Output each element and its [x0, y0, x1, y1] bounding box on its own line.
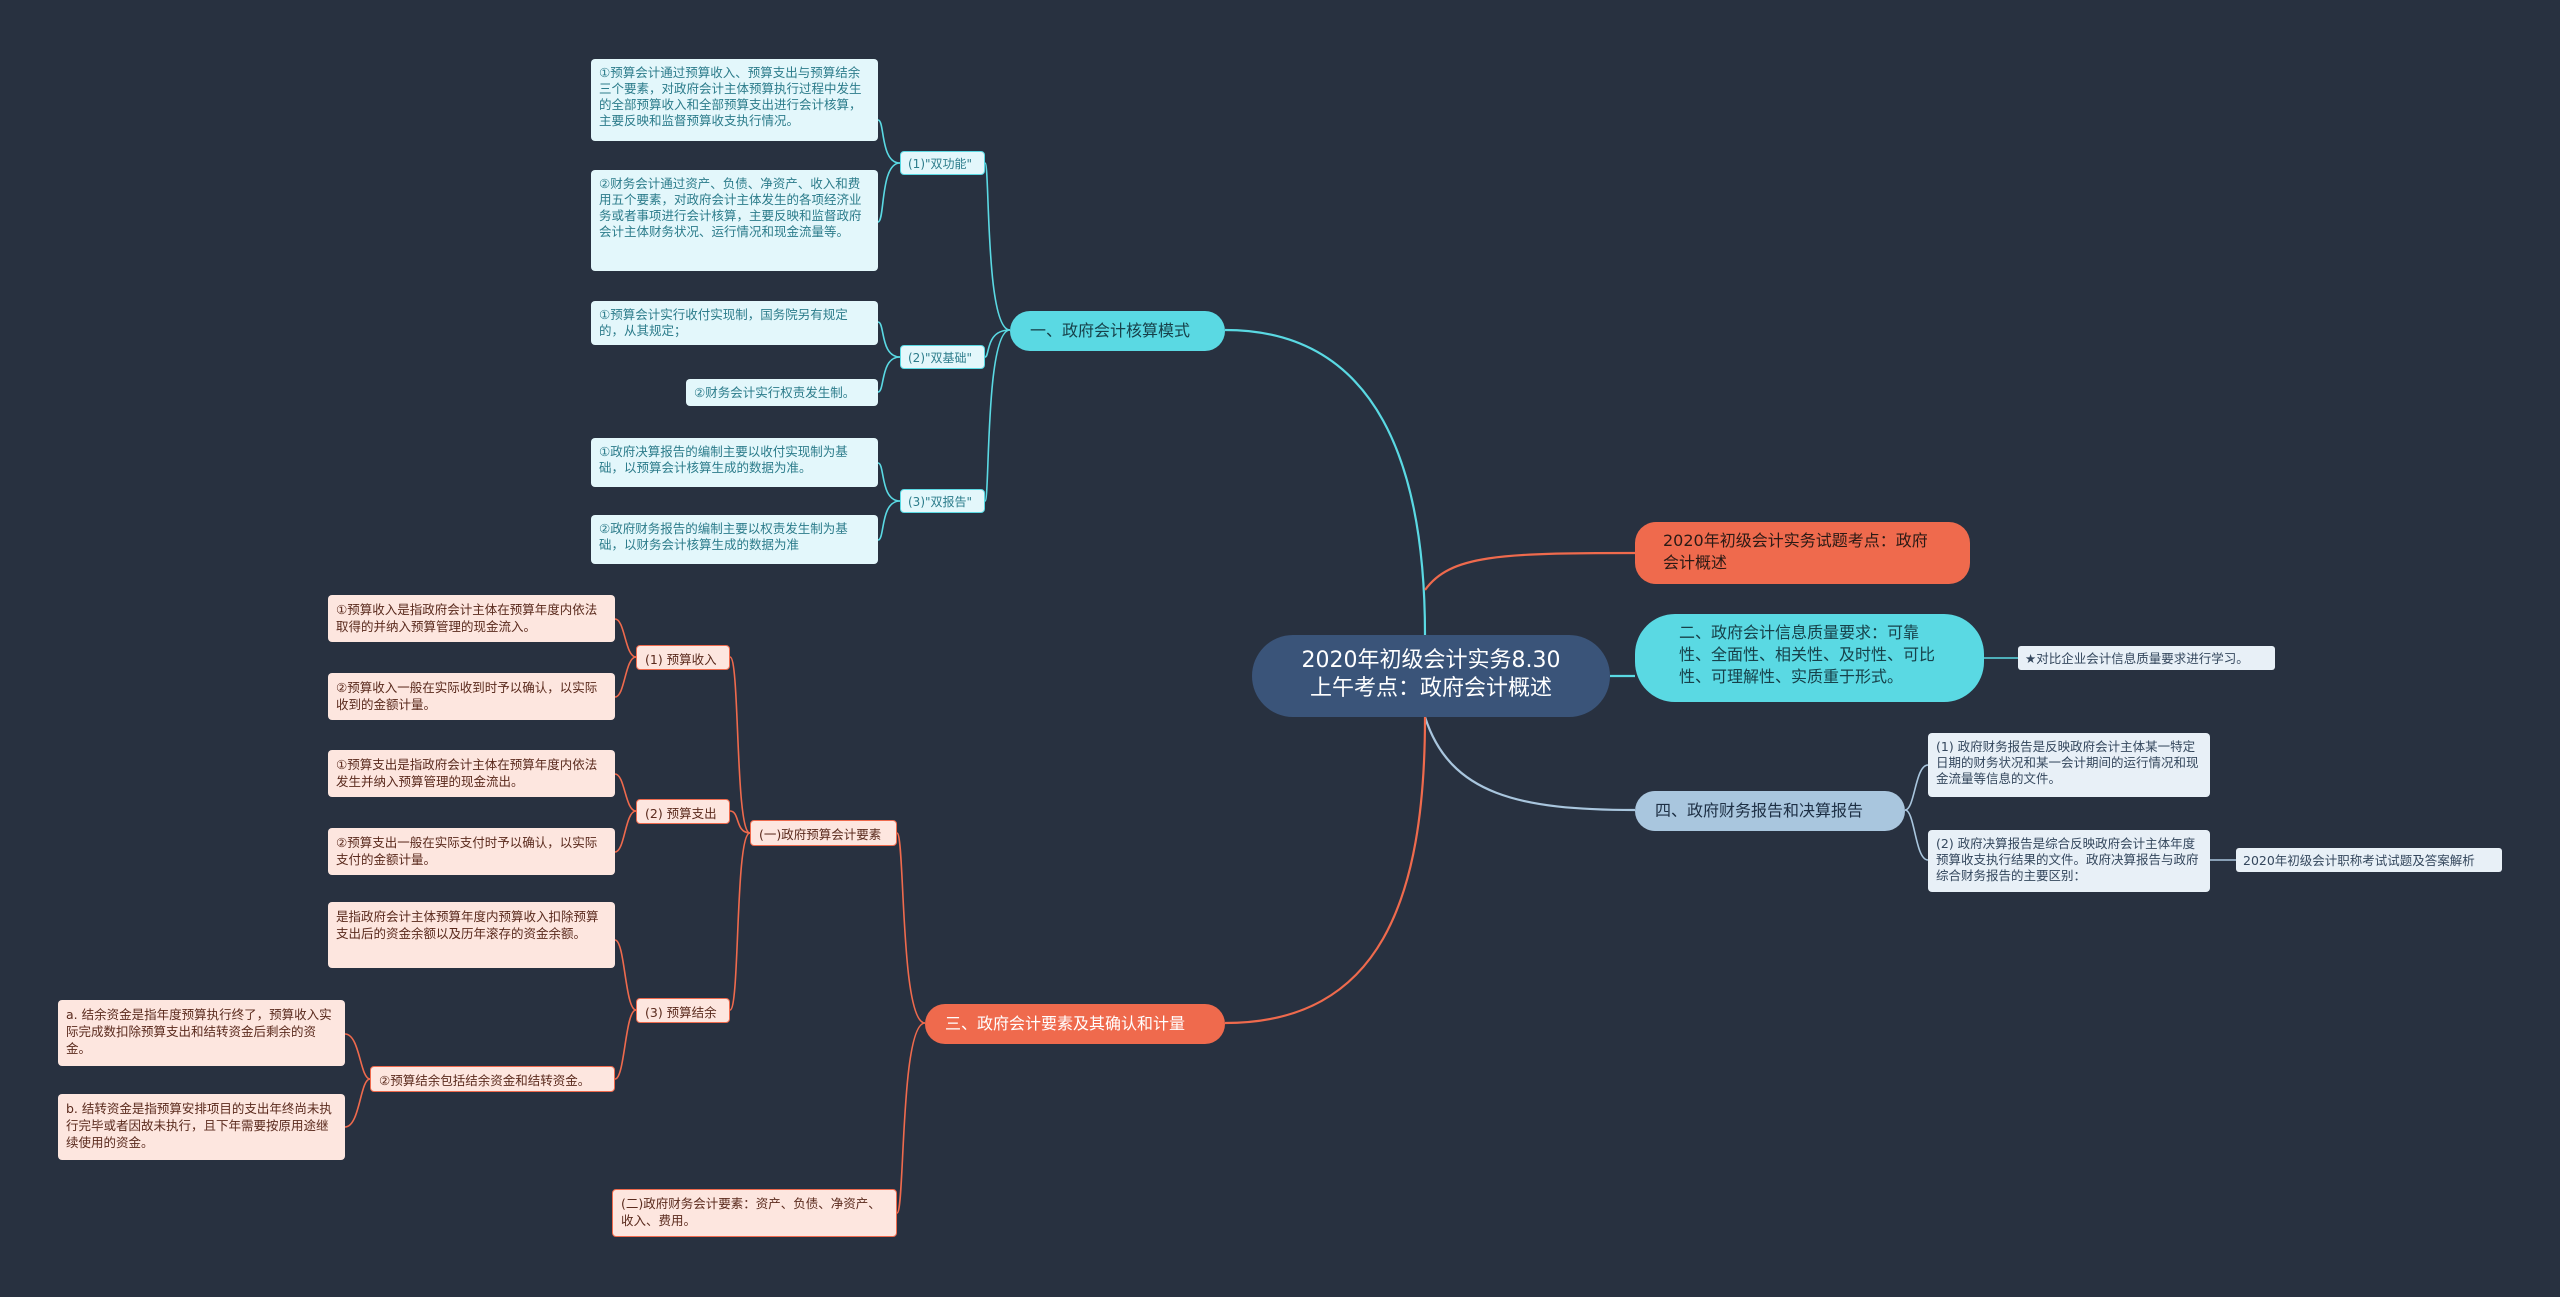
sub-dual-function[interactable]: (1)"双功能": [900, 151, 985, 175]
leaf-revenue-definition[interactable]: ①预算收入是指政府会计主体在预算年度内依法取得的并纳入预算管理的现金流入。: [328, 595, 615, 642]
group-budget-revenue[interactable]: (1) 预算收入: [636, 645, 730, 670]
leaf-surplus-definition[interactable]: 是指政府会计主体预算年度内预算收入扣除预算支出后的资金余额以及历年滚存的资金余额…: [328, 902, 615, 968]
sub-dual-report[interactable]: (3)"双报告": [900, 489, 985, 513]
leaf-revenue-recognition[interactable]: ②预算收入一般在实际收到时予以确认，以实际收到的金额计量。: [328, 673, 615, 720]
branch-accounting-model[interactable]: 一、政府会计核算模式: [1010, 311, 1225, 351]
leaf-financial-report[interactable]: ②政府财务报告的编制主要以权责发生制为基础，以财务会计核算生成的数据为准: [591, 515, 878, 564]
leaf-expenditure-definition[interactable]: ①预算支出是指政府会计主体在预算年度内依法发生并纳入预算管理的现金流出。: [328, 750, 615, 797]
branch-reports[interactable]: 四、政府财务报告和决算报告: [1635, 791, 1905, 831]
branch-quality-requirements[interactable]: 二、政府会计信息质量要求：可靠性、全面性、相关性、及时性、可比性、可理解性、实质…: [1635, 614, 1984, 702]
leaf-financial-accounting[interactable]: ②财务会计通过资产、负债、净资产、收入和费用五个要素，对政府会计主体发生的各项经…: [591, 170, 878, 271]
leaf-gov-final-report[interactable]: (2) 政府决算报告是综合反映政府会计主体年度预算收支执行结果的文件。政府决算报…: [1928, 830, 2210, 892]
note-compare-enterprise[interactable]: ★对比企业会计信息质量要求进行学习。: [2018, 646, 2275, 670]
sub-budget-elements[interactable]: (一)政府预算会计要素: [750, 820, 897, 846]
leaf-expenditure-recognition[interactable]: ②预算支出一般在实际支付时予以确认，以实际支付的金额计量。: [328, 828, 615, 875]
branch-exam-topic[interactable]: 2020年初级会计实务试题考点：政府会计概述: [1635, 522, 1970, 584]
leaf-gov-financial-report[interactable]: (1) 政府财务报告是反映政府会计主体某一特定日期的财务状况和某一会计期间的运行…: [1928, 733, 2210, 797]
branch-accounting-elements[interactable]: 三、政府会计要素及其确认和计量: [925, 1004, 1225, 1044]
leaf-budget-accounting[interactable]: ①预算会计通过预算收入、预算支出与预算结余三个要素，对政府会计主体预算执行过程中…: [591, 59, 878, 141]
sub-surplus-components[interactable]: ②预算结余包括结余资金和结转资金。: [370, 1066, 615, 1092]
leaf-surplus-funds[interactable]: a. 结余资金是指年度预算执行终了，预算收入实际完成数扣除预算支出和结转资金后剩…: [58, 1000, 345, 1066]
link-exam-answers[interactable]: 2020年初级会计职称考试试题及答案解析: [2236, 848, 2502, 872]
leaf-accrual-basis[interactable]: ②财务会计实行权责发生制。: [686, 379, 878, 406]
leaf-final-report[interactable]: ①政府决算报告的编制主要以收付实现制为基础，以预算会计核算生成的数据为准。: [591, 438, 878, 487]
sub-financial-elements[interactable]: (二)政府财务会计要素：资产、负债、净资产、收入、费用。: [612, 1189, 897, 1237]
group-budget-expenditure[interactable]: (2) 预算支出: [636, 799, 730, 824]
leaf-carryover-funds[interactable]: b. 结转资金是指预算安排项目的支出年终尚未执行完毕或者因故未执行，且下年需要按…: [58, 1094, 345, 1160]
root-topic[interactable]: 2020年初级会计实务8.30 上午考点：政府会计概述: [1252, 635, 1610, 717]
leaf-cash-basis[interactable]: ①预算会计实行收付实现制，国务院另有规定的，从其规定；: [591, 301, 878, 345]
sub-dual-basis[interactable]: (2)"双基础": [900, 345, 985, 369]
group-budget-surplus[interactable]: (3) 预算结余: [636, 998, 730, 1023]
